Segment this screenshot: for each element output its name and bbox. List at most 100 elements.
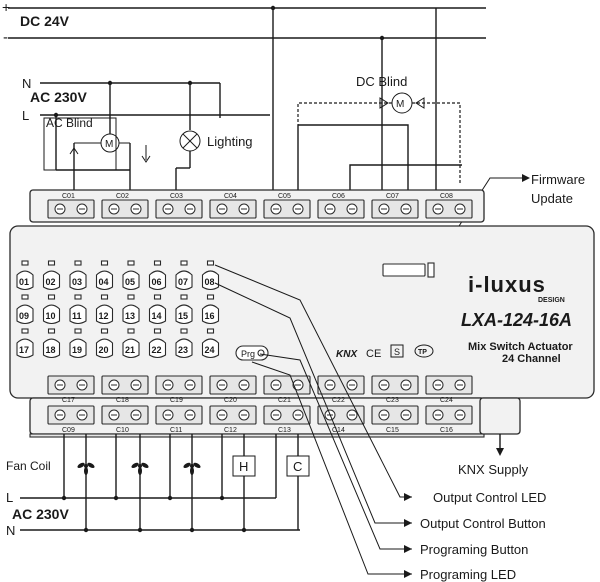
fan-icon [183,462,201,475]
knx-supply-label: KNX Supply [458,462,529,477]
channel-button[interactable]: 21 [122,328,140,359]
channel-button-label: 24 [205,345,215,355]
lighting-label: Lighting [207,134,253,149]
terminal-block: C08 [425,193,473,219]
heat-label: H [239,459,248,474]
channel-button[interactable]: 12 [95,294,114,325]
channel-led [47,260,56,266]
channel-led [206,294,215,300]
channel-button[interactable]: 05 [122,260,140,291]
ce-cert: CE [366,348,381,360]
channel-button[interactable]: 19 [69,328,87,359]
channel-button[interactable]: 01 [16,260,34,291]
terminal-label: C11 [170,427,182,434]
ac-bottom-title: AC 230V [12,506,69,522]
terminal-block: C16 [425,405,473,434]
terminal-label: C23 [386,397,399,404]
channel-led [21,294,29,300]
terminal-block: C06 [317,193,365,219]
firmware-port[interactable] [382,263,426,277]
channel-button[interactable]: 14 [148,294,167,325]
programming-button[interactable] [235,345,269,361]
terminal-label: C02 [116,193,129,200]
up-arrow-icon [69,147,79,160]
channel-button[interactable]: 11 [69,294,87,325]
channel-led [100,328,109,334]
channel-button[interactable]: 08 [201,260,220,291]
channel-button-label: 17 [19,345,29,355]
ac-blind-label: AC Blind [46,116,93,130]
dc-blind-motor-letter: M [396,99,404,110]
terminal-block: C03 [155,193,203,219]
channel-button[interactable]: 15 [175,294,193,325]
terminal-block: C18 [101,375,149,404]
down-arrow-icon [141,145,151,163]
tp-cert: TP [418,349,427,356]
channel-led [47,294,56,300]
channel-button[interactable]: 02 [42,260,61,291]
terminal-block: C21 [263,375,311,404]
channel-button-label: 06 [152,277,162,287]
device-desc-1: Mix Switch Actuator [468,341,573,353]
channel-led [21,260,29,266]
terminal-label: C13 [278,427,291,434]
channel-led [180,294,188,300]
terminal-label: C12 [224,427,237,434]
channel-button[interactable]: 23 [175,328,193,359]
terminal-label: C17 [62,397,75,404]
channel-button[interactable]: 13 [122,294,140,325]
channel-button-label: 12 [99,311,109,321]
prg-label: Prg [241,349,255,359]
channel-button[interactable]: 17 [16,328,34,359]
terminal-label: C09 [62,427,75,434]
channel-led [74,328,82,334]
terminal-block: C11 [155,405,203,434]
terminal-block: C04 [209,193,257,219]
terminal-block: C24 [425,375,473,404]
channel-button[interactable]: 04 [95,260,114,291]
dc-blind-label: DC Blind [356,74,407,89]
channel-button[interactable]: 06 [148,260,167,291]
channel-button[interactable]: 16 [201,294,220,325]
terminal-label: C10 [116,427,129,434]
channel-button[interactable]: 09 [16,294,34,325]
channel-button[interactable]: 20 [95,328,114,359]
knx-connector [479,397,521,435]
brand-sub: DESIGN [538,297,565,304]
channel-led [21,328,29,334]
channel-led [206,328,215,334]
terminal-block: C20 [209,375,257,404]
terminal-block: C05 [263,193,311,219]
terminal-label: C03 [170,193,183,200]
terminal-label: C06 [332,193,345,200]
terminal-block: C02 [101,193,149,219]
channel-button[interactable]: 24 [201,328,220,359]
terminal-block: C17 [47,375,95,404]
terminal-block: C09 [47,405,95,434]
channel-button-label: 21 [125,345,135,355]
terminal-block: C15 [371,405,419,434]
channel-button-label: 09 [19,311,29,321]
channel-button[interactable]: 18 [42,328,61,359]
model-number: LXA-124-16A [461,310,572,330]
channel-button[interactable]: 07 [175,260,193,291]
channel-button[interactable]: 22 [148,328,167,359]
channel-button[interactable]: 03 [69,260,87,291]
channel-led [47,328,56,334]
s-cert: S [394,347,400,357]
terminal-block: C12 [209,405,257,434]
terminal-block: C23 [371,375,419,404]
cool-label: C [293,459,302,474]
channel-button-label: 19 [72,345,82,355]
channel-button[interactable]: 10 [42,294,61,325]
terminal-label: C21 [278,397,291,404]
terminal-block: C13 [263,405,311,434]
channel-button-label: 08 [205,277,215,287]
channel-button-label: 10 [46,311,56,321]
channel-button-label: 02 [46,277,56,287]
ac-top-title: AC 230V [30,89,87,105]
